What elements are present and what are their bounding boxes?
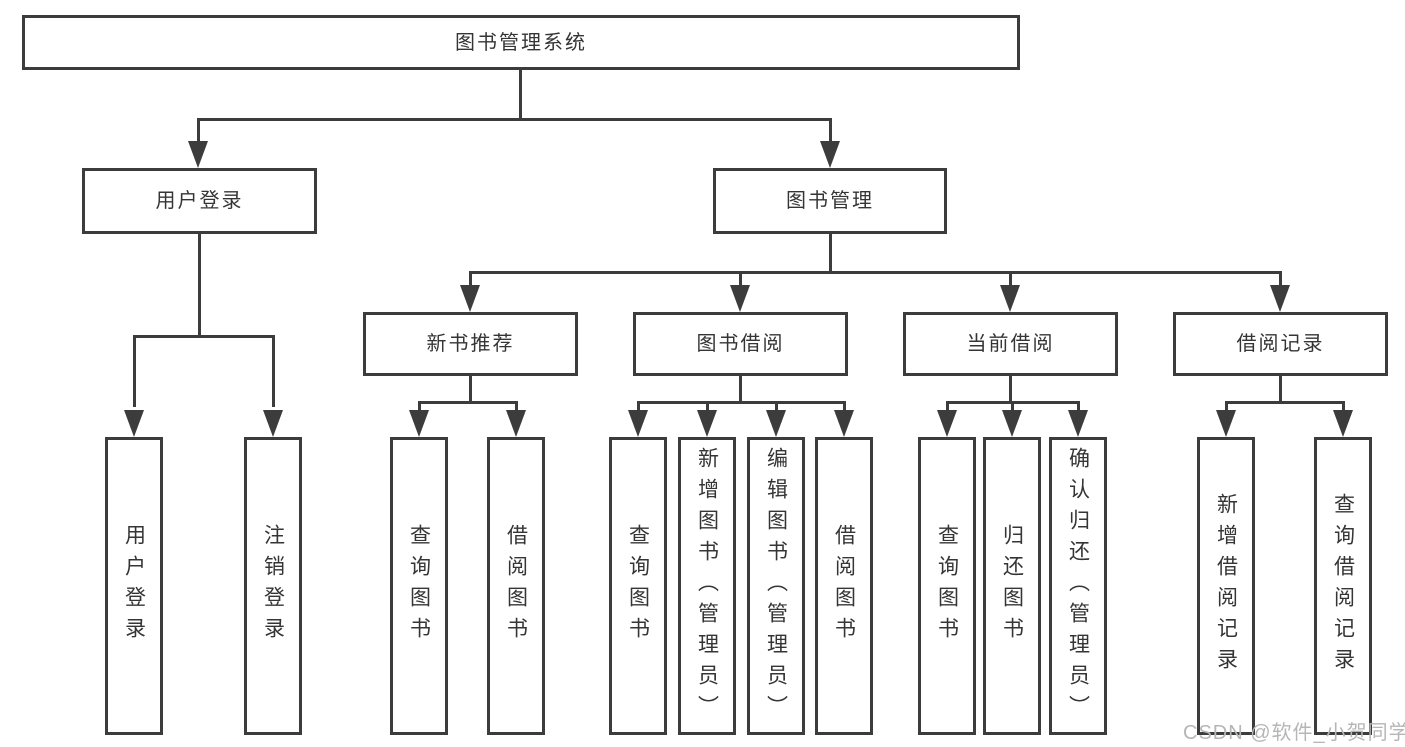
- leaf-query-books-borrowing: 查询图书: [609, 437, 667, 735]
- node-new-book-recommendation: 新书推荐: [363, 312, 578, 376]
- leaf-confirm-return-admin: 确认归还（管理员）: [1049, 437, 1107, 735]
- connector-line: [197, 118, 200, 146]
- leaf-label: 查询图书: [407, 524, 431, 648]
- connector-arrow: [1216, 410, 1236, 437]
- connector-arrow: [506, 410, 526, 437]
- node-current-borrowing: 当前借阅: [903, 312, 1118, 376]
- leaf-query-books-recommend: 查询图书: [390, 437, 448, 735]
- leaf-label: 归还图书: [1000, 524, 1024, 648]
- connector-line: [133, 335, 136, 407]
- connector-line: [469, 376, 472, 404]
- leaf-add-borrow-record: 新增借阅记录: [1197, 437, 1255, 735]
- connector-line: [198, 234, 201, 337]
- connector-line: [469, 271, 1282, 274]
- leaf-borrow-books-borrowing: 借阅图书: [815, 437, 873, 735]
- leaf-label: 用户登录: [122, 524, 146, 648]
- connector-line: [1279, 271, 1282, 289]
- connector-line: [1279, 376, 1282, 404]
- node-book-borrowing: 图书借阅: [633, 312, 848, 376]
- leaf-label: 查询借阅记录: [1331, 493, 1355, 679]
- leaf-return-books: 归还图书: [983, 437, 1041, 735]
- node-borrowing-records: 借阅记录: [1173, 312, 1388, 376]
- node-user-login: 用户登录: [82, 168, 317, 234]
- connector-line: [1225, 401, 1228, 413]
- connector-arrow: [1333, 410, 1353, 437]
- connector-arrow: [188, 141, 208, 168]
- connector-line: [1011, 401, 1014, 413]
- leaf-label: 注销登录: [261, 524, 285, 648]
- connector-line: [946, 401, 949, 413]
- connector-arrow: [460, 285, 480, 312]
- connector-arrow: [409, 410, 429, 437]
- leaf-logout: 注销登录: [244, 437, 302, 735]
- connector-line: [1009, 376, 1012, 404]
- leaf-label: 编辑图书（管理员）: [764, 446, 788, 726]
- connector-line: [515, 401, 518, 413]
- connector-line: [1077, 401, 1080, 413]
- connector-line: [418, 401, 518, 404]
- connector-line: [739, 376, 742, 404]
- node-label: 图书管理: [786, 190, 874, 212]
- leaf-query-borrow-record: 查询借阅记录: [1314, 437, 1372, 735]
- node-label: 用户登录: [155, 190, 244, 212]
- connector-line: [706, 401, 709, 413]
- connector-line: [1342, 401, 1345, 413]
- leaf-label: 新增图书（管理员）: [695, 446, 719, 726]
- connector-line: [519, 70, 522, 120]
- leaf-label: 确认归还（管理员）: [1066, 446, 1090, 726]
- leaf-user-login: 用户登录: [105, 437, 163, 735]
- node-label: 新书推荐: [426, 333, 515, 355]
- node-label: 图书借阅: [696, 333, 785, 355]
- leaf-borrow-books-recommend: 借阅图书: [487, 437, 545, 735]
- connector-arrow: [730, 285, 750, 312]
- connector-arrow: [834, 410, 854, 437]
- connector-line: [637, 401, 640, 413]
- node-label: 图书管理系统: [455, 31, 587, 54]
- connector-line: [469, 271, 472, 289]
- connector-arrow: [766, 410, 786, 437]
- leaf-add-book-admin: 新增图书（管理员）: [678, 437, 736, 735]
- connector-line: [418, 401, 421, 413]
- connector-arrow: [1000, 285, 1020, 312]
- connector-line: [197, 118, 832, 121]
- leaf-query-books-current: 查询图书: [918, 437, 976, 735]
- watermark-text: CSDN @软件_小贺同学: [1183, 722, 1405, 744]
- node-library-management-system: 图书管理系统: [22, 15, 1020, 70]
- leaf-label: 新增借阅记录: [1214, 493, 1238, 679]
- connector-line: [133, 335, 275, 338]
- connector-line: [843, 401, 846, 413]
- connector-arrow: [820, 141, 840, 168]
- connector-line: [829, 118, 832, 146]
- node-label: 借阅记录: [1236, 333, 1325, 355]
- leaf-label: 借阅图书: [832, 524, 856, 648]
- connector-arrow: [697, 410, 717, 437]
- connector-line: [1009, 271, 1012, 289]
- node-label: 当前借阅: [966, 333, 1055, 355]
- connector-arrow: [1270, 285, 1290, 312]
- leaf-label: 借阅图书: [504, 524, 528, 648]
- leaf-label: 查询图书: [935, 524, 959, 648]
- connector-arrow: [937, 410, 957, 437]
- leaf-edit-book-admin: 编辑图书（管理员）: [747, 437, 805, 735]
- connector-arrow: [124, 410, 144, 437]
- connector-arrow: [1068, 410, 1088, 437]
- connector-line: [637, 401, 845, 404]
- leaf-label: 查询图书: [626, 524, 650, 648]
- connector-line: [775, 401, 778, 413]
- connector-arrow: [263, 410, 283, 437]
- connector-line: [829, 234, 832, 274]
- connector-arrow: [628, 410, 648, 437]
- connector-line: [739, 271, 742, 289]
- connector-line: [272, 335, 275, 407]
- connector-arrow: [1002, 410, 1022, 437]
- connector-line: [1225, 401, 1344, 404]
- node-book-management: 图书管理: [713, 168, 947, 234]
